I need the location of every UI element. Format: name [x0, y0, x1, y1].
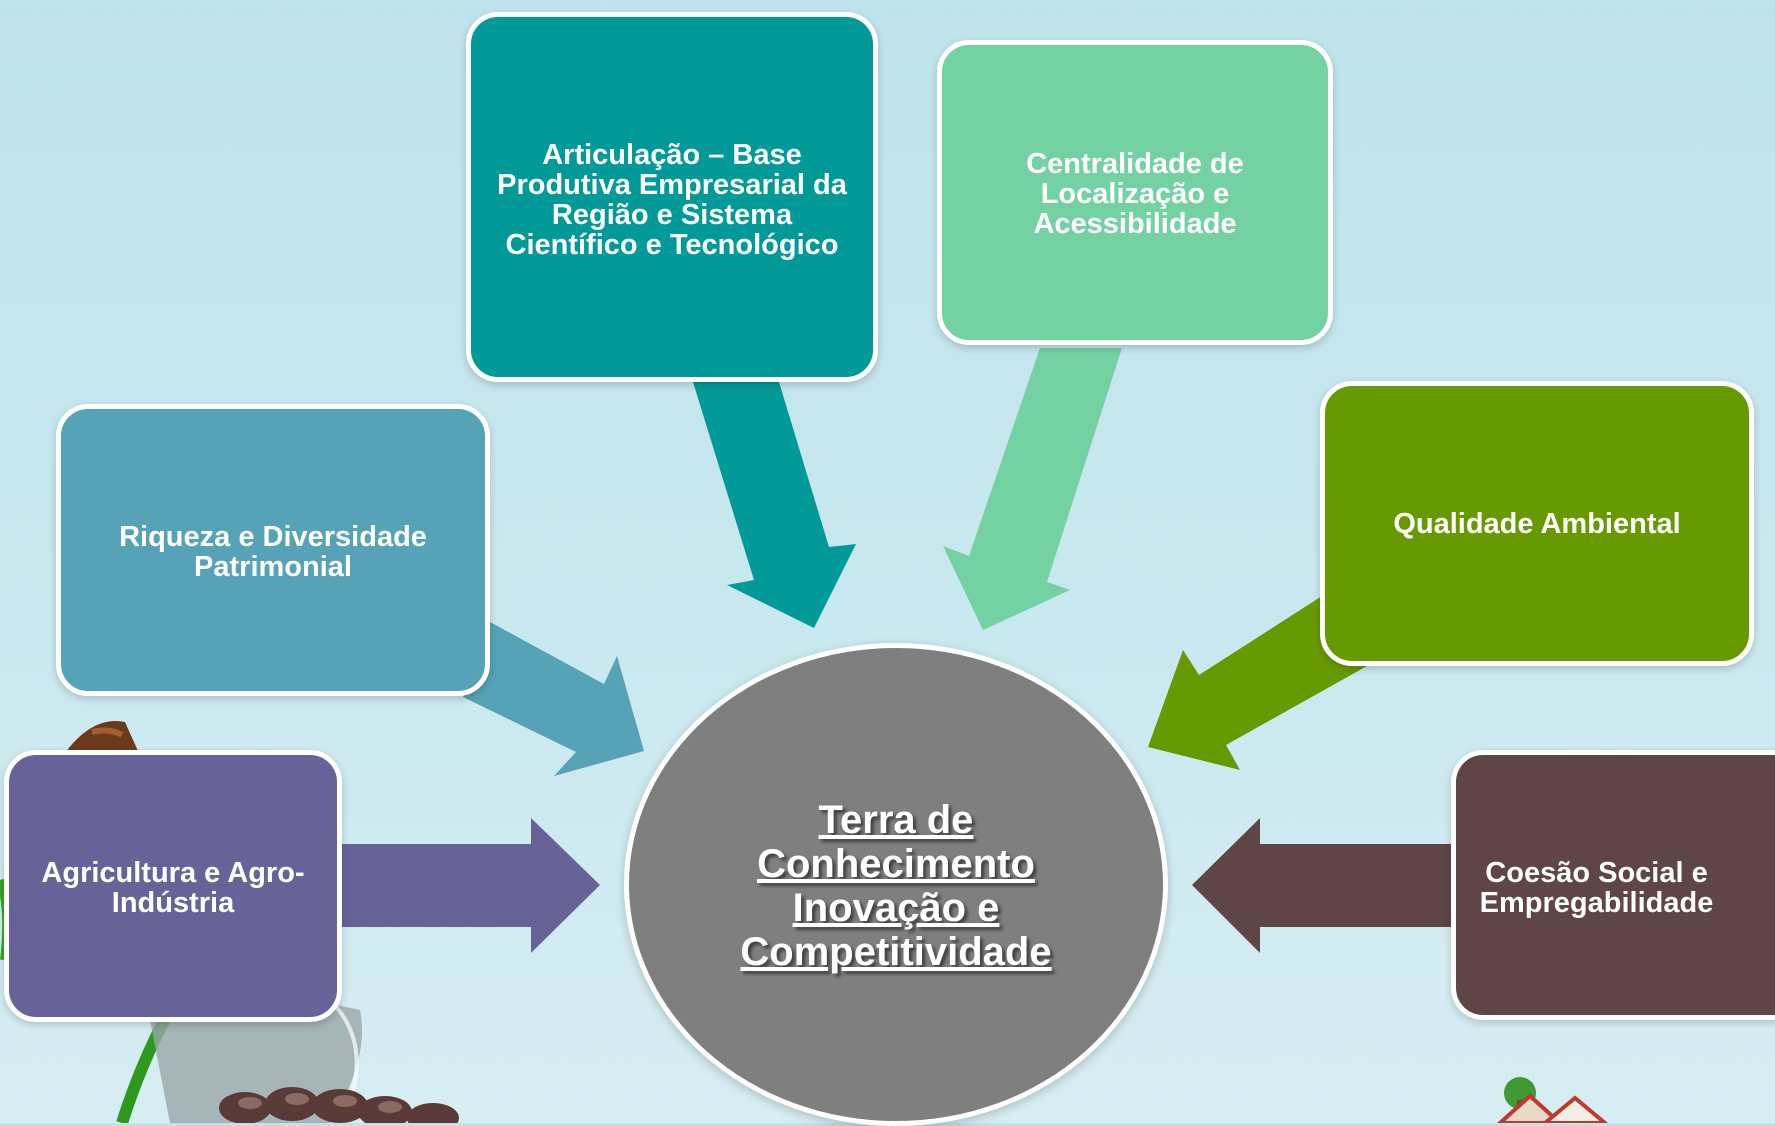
- center-circle-label: Terra de Conhecimento Inovação e Competi…: [740, 798, 1052, 974]
- box-agricultura: Agricultura e Agro-Indústria: [4, 750, 342, 1022]
- box-articulacao-label: Articulação – Base Produtiva Empresarial…: [497, 139, 847, 261]
- arrow-centralidade: [943, 348, 1122, 630]
- arrow-articulacao: [693, 382, 856, 628]
- box-centralidade-label: Centralidade de Localização e Acessibili…: [1026, 148, 1244, 240]
- box-articulacao: Articulação – Base Produtiva Empresarial…: [466, 12, 878, 382]
- box-qualidade-label: Qualidade Ambiental: [1393, 508, 1681, 540]
- logo-illustration: [1497, 1077, 1609, 1123]
- arrow-agricultura: [340, 818, 600, 953]
- box-qualidade: Qualidade Ambiental: [1320, 381, 1754, 666]
- box-riqueza-label: Riqueza e Diversidade Patrimonial: [119, 521, 427, 583]
- box-centralidade: Centralidade de Localização e Acessibili…: [937, 40, 1333, 345]
- center-circle: Terra de Conhecimento Inovação e Competi…: [624, 643, 1168, 1126]
- box-agricultura-label: Agricultura e Agro-Indústria: [41, 857, 305, 919]
- box-coesao: Coesão Social e Empregabilidade: [1451, 750, 1775, 1020]
- arrow-riqueza: [463, 622, 644, 776]
- arrow-qualidade: [1148, 596, 1367, 770]
- arrow-coesao: [1192, 818, 1452, 953]
- seeds-illustration: [219, 1087, 459, 1123]
- box-riqueza: Riqueza e Diversidade Patrimonial: [56, 404, 490, 696]
- box-coesao-label: Coesão Social e Empregabilidade: [1479, 857, 1714, 919]
